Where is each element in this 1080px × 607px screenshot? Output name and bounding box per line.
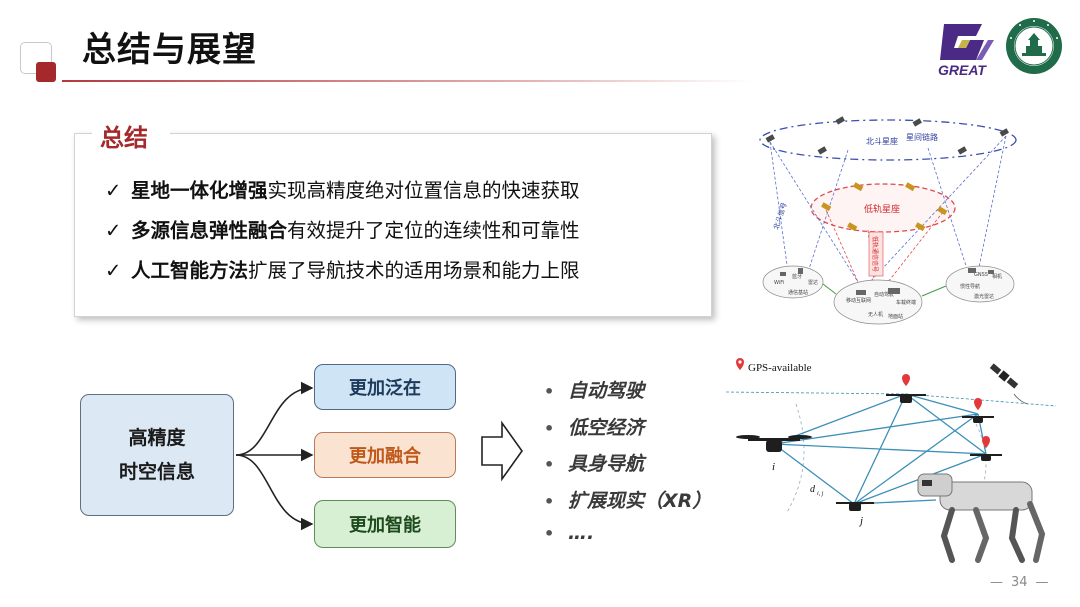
source-node: 高精度 时空信息	[80, 394, 234, 516]
summary-item-1-bold: 星地一体化增强	[131, 179, 268, 202]
ground-label-mobile-internet: 移动互联网	[846, 297, 871, 304]
drone-swarm-figure: GPS-available	[725, 354, 1070, 568]
label-leo-signal: 低轨通信信号	[871, 236, 879, 272]
ground-label-uav: 无人机	[868, 311, 883, 318]
title-underline	[62, 80, 752, 82]
summary-box: ✓ 星地一体化增强实现高精度绝对位置信息的快速获取 ✓ 多源信息弹性融合有效提升了定…	[74, 133, 712, 317]
robot-dog-icon	[917, 473, 1046, 563]
ground-label-autonomous: 自动驾驶	[874, 291, 894, 298]
target-node-ubiquitous: 更加泛在	[314, 364, 456, 410]
summary-item-1-text: 实现高精度绝对位置信息的快速获取	[267, 179, 580, 202]
page-number: —34—	[990, 575, 1049, 590]
summary-heading: 总结	[100, 124, 148, 152]
source-node-line1: 高精度	[128, 427, 186, 449]
summary-item-2-bold: 多源信息弹性融合	[131, 219, 288, 242]
legend-gps-available: GPS-available	[748, 362, 812, 374]
hollow-arrow-icon	[481, 420, 523, 482]
label-leo-constellation: 低轨星座	[864, 203, 900, 215]
drone-icon	[736, 394, 1002, 511]
ground-label-bluetooth: 蓝牙	[792, 273, 802, 280]
decor-square-red	[36, 62, 56, 82]
summary-item-3-text: 扩展了导航技术的适用场景和能力上限	[248, 259, 580, 282]
ground-label-wifi: WiFi	[774, 280, 784, 286]
ground-label-camera: 相机	[992, 273, 1002, 280]
gps-pin-icon	[736, 358, 744, 370]
ground-label-base-station: 通信基站	[788, 289, 808, 296]
application-item: •扩展现实（XR）	[544, 489, 712, 512]
application-item: •具身导航	[544, 453, 645, 475]
page-number-value: 34	[1011, 575, 1028, 590]
summary-item-2-text: 有效提升了定位的连续性和可靠性	[287, 219, 580, 242]
ground-label-gnss: GNSS	[974, 272, 988, 278]
summary-title-backdrop	[92, 118, 170, 152]
label-drone-i: i	[772, 461, 775, 473]
page-title: 总结与展望	[82, 30, 257, 70]
check-icon: ✓	[105, 179, 122, 202]
label-distance-subscript: i, j	[817, 491, 824, 497]
summary-item-2: ✓ 多源信息弹性融合有效提升了定位的连续性和可靠性	[75, 214, 711, 243]
summary-item-3-bold: 人工智能方法	[131, 259, 249, 282]
label-beidou-constellation: 北斗星座	[866, 136, 898, 146]
application-item: •….	[544, 522, 595, 544]
label-intersatellite-link: 星间链路	[906, 132, 938, 142]
label-drone-j: j	[858, 515, 863, 527]
university-seal	[1004, 16, 1064, 76]
check-icon: ✓	[105, 219, 122, 242]
label-distance: d	[810, 484, 816, 495]
ground-label-ground-station: 地面站	[888, 313, 903, 320]
great-logo-mark: GREAT	[938, 24, 994, 78]
great-logo-text: GREAT	[938, 62, 987, 78]
ground-label-vehicle-terminal: 车载终端	[896, 299, 916, 306]
great-logo: GREAT	[936, 18, 1000, 78]
ground-label-ins: 惯性导航	[960, 283, 980, 290]
check-icon: ✓	[105, 259, 122, 282]
label-beidou-signal: 北斗信号	[771, 201, 788, 230]
branch-arrows	[235, 381, 314, 531]
summary-item-3: ✓ 人工智能方法扩展了导航技术的适用场景和能力上限	[75, 254, 711, 283]
application-list: •自动驾驶 •低空经济 •具身导航 •扩展现实（XR） •….	[544, 376, 711, 559]
ground-label-lidar: 激光雷达	[974, 293, 994, 300]
target-node-intelligent: 更加智能	[314, 500, 456, 548]
satellite-network-figure: 北斗星座 星间链路 低轨星座 北斗信号 低轨通信信号 WiFi 蓝牙 雷达 通信…	[748, 112, 1066, 332]
application-item: •低空经济	[544, 416, 645, 439]
source-node-line2: 时空信息	[118, 461, 195, 483]
ground-label-radar: 雷达	[808, 279, 818, 286]
application-item: •自动驾驶	[544, 380, 645, 402]
satellite-icon	[989, 363, 1019, 389]
target-node-fusion: 更加融合	[314, 432, 456, 478]
summary-item-1: ✓ 星地一体化增强实现高精度绝对位置信息的快速获取	[75, 174, 711, 203]
